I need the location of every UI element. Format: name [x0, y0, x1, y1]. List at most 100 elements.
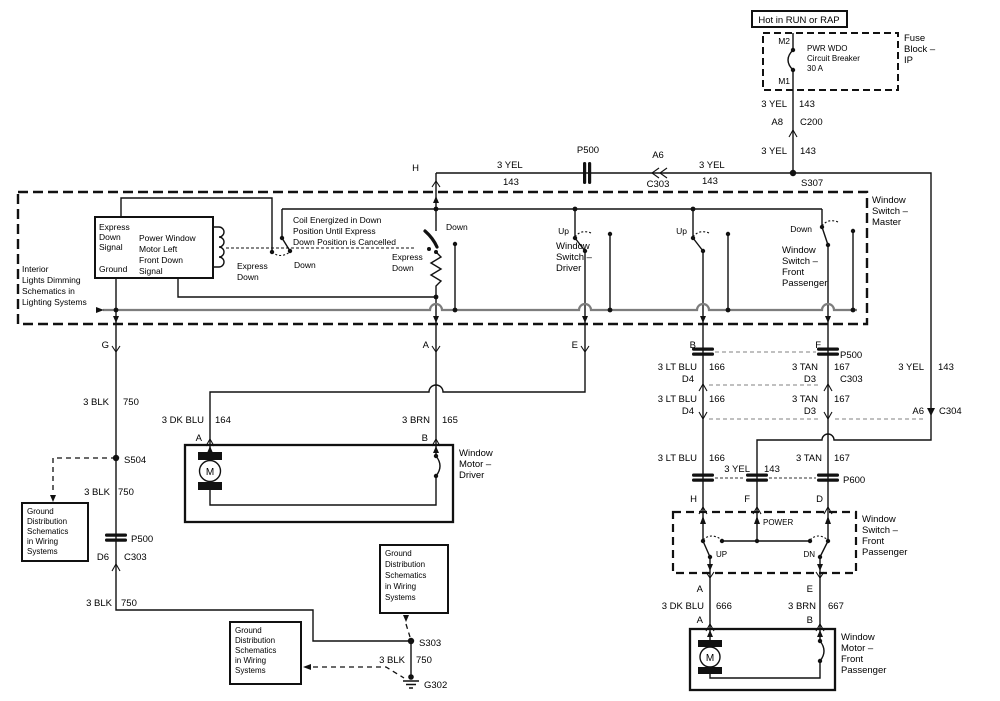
switch-label-up1: Up: [558, 226, 569, 236]
conn-label: D4: [682, 374, 694, 385]
ground-ref2-l5: Systems: [385, 593, 416, 602]
conn-label: C304: [939, 406, 962, 417]
conn-label-p600: P600: [843, 475, 865, 486]
coil-note3: Down Position is Cancelled: [293, 237, 396, 247]
bowtie-connector-icons: [105, 347, 839, 542]
wm-fp4: Passenger: [841, 665, 886, 676]
wire-up2-blade: [692, 237, 704, 252]
wire-label: 143: [702, 176, 718, 187]
wire-label: 166: [709, 362, 725, 373]
pin-d2: D: [816, 494, 823, 505]
fuse-block-box: [762, 32, 899, 91]
ground-ref1-l2: Distribution: [27, 517, 67, 526]
conn-label: D4: [682, 406, 694, 417]
conn-label-p500b: P500: [131, 534, 153, 545]
conn-label: C303: [124, 552, 147, 563]
wire-label: 3 YEL: [898, 362, 924, 373]
junction-dots: [112, 47, 856, 664]
module-left3: Signal: [99, 242, 123, 252]
wm-fp2: Motor –: [841, 643, 874, 654]
wire-label: 3 BRN: [402, 415, 430, 426]
ws-driver2: Switch –: [556, 252, 593, 263]
wire-label: 167: [834, 394, 850, 405]
p500-inline-connector-icon: [583, 162, 592, 184]
wire-label: 750: [123, 397, 139, 408]
fuse-label3: IP: [904, 55, 913, 66]
ground-ref3-l2: Distribution: [235, 636, 275, 645]
module-right3: Front Down: [139, 255, 183, 265]
express-down-label2b: Down: [392, 263, 414, 273]
flow-arrow-icons: [50, 196, 935, 670]
ws-fp-m3: Front: [782, 267, 805, 278]
wire-label: 3 YEL: [761, 146, 787, 157]
down3-arc: [821, 220, 839, 227]
interior-lights-bus: [103, 302, 857, 312]
ground-label-g302: G302: [424, 680, 447, 691]
coil-note2: Position Until Express: [293, 226, 376, 236]
wire-label: 3 BLK: [86, 598, 113, 609]
wire-e-column: [209, 251, 586, 452]
switch-label-down3: Down: [790, 224, 812, 234]
ref-s504-link: [52, 457, 116, 493]
splice-label-s307: S307: [801, 178, 823, 189]
ground-ref2-l2: Distribution: [385, 560, 425, 569]
fp-switch-box: [671, 510, 858, 575]
wire-ground-g-column: [115, 278, 412, 677]
coil-note1: Coil Energized in Down: [293, 215, 382, 225]
window-motor-fp-box: [688, 627, 837, 692]
ground-ref-box-3: [229, 621, 302, 685]
wm-fp3: Front: [841, 654, 864, 665]
conn-label: D3: [804, 374, 816, 385]
pin-a: A: [423, 340, 430, 351]
window-motor-driver-box: [183, 443, 455, 524]
ground-ref3-l5: Systems: [235, 666, 266, 675]
wire-module-signal: [177, 278, 436, 298]
pin-a-dm: A: [196, 433, 203, 444]
wire-label: 3 BLK: [84, 487, 111, 498]
wire-label: 3 LT BLU: [658, 362, 697, 373]
ws-fp3: Front: [862, 536, 885, 547]
conn-label: C303: [840, 374, 863, 385]
switch-label-dn-caps: DN: [803, 550, 815, 559]
wire-label: 750: [416, 655, 432, 666]
fuse-label2: Block –: [904, 44, 936, 55]
conn-label: D6: [97, 552, 109, 563]
fuse-label1: Fuse: [904, 33, 925, 44]
pin-b-dm: B: [422, 433, 428, 444]
switch-label-down2: Down: [446, 222, 468, 232]
wire-label: 3 BRN: [788, 601, 816, 612]
module-right4: Signal: [139, 266, 163, 276]
pin-chevron-icons: [111, 129, 833, 632]
ws-fp4: Passenger: [862, 547, 907, 558]
ref-g302-link: [313, 666, 405, 679]
fp-dn-arc: [809, 535, 829, 541]
pin-a-fp: A: [697, 584, 704, 595]
ws-fp-m4: Passenger: [782, 278, 827, 289]
conn-label-p500c: P500: [840, 350, 862, 361]
ground-ref1-l3: Schematics: [27, 527, 68, 536]
wire-label: 3 YEL: [699, 160, 725, 171]
wire-label: 3 TAN: [796, 453, 822, 464]
wire-label: 143: [503, 177, 519, 188]
conn-label: A8: [771, 117, 783, 128]
up2-arc: [692, 231, 710, 238]
wire-label: 143: [800, 146, 816, 157]
conn-label: C200: [800, 117, 823, 128]
wire-label: 3 YEL: [724, 464, 750, 475]
wire-label: 166: [709, 394, 725, 405]
master-switch-box: [16, 190, 869, 326]
wm-driver3: Driver: [459, 470, 484, 481]
switch-label-up-caps: UP: [716, 550, 727, 559]
pin-b-fpm: B: [807, 615, 813, 626]
switch-label-up2: Up: [676, 226, 687, 236]
fp-dn-blade: [819, 540, 829, 558]
master-label3: Master: [872, 217, 901, 228]
fp-up-arc: [702, 535, 723, 541]
ws-fp2: Switch –: [862, 525, 899, 536]
wire-3yel-143-main: [436, 172, 932, 541]
ground-ref2-l4: in Wiring: [385, 582, 416, 591]
wire-label: 143: [764, 464, 780, 475]
master-label1: Window: [872, 195, 906, 206]
